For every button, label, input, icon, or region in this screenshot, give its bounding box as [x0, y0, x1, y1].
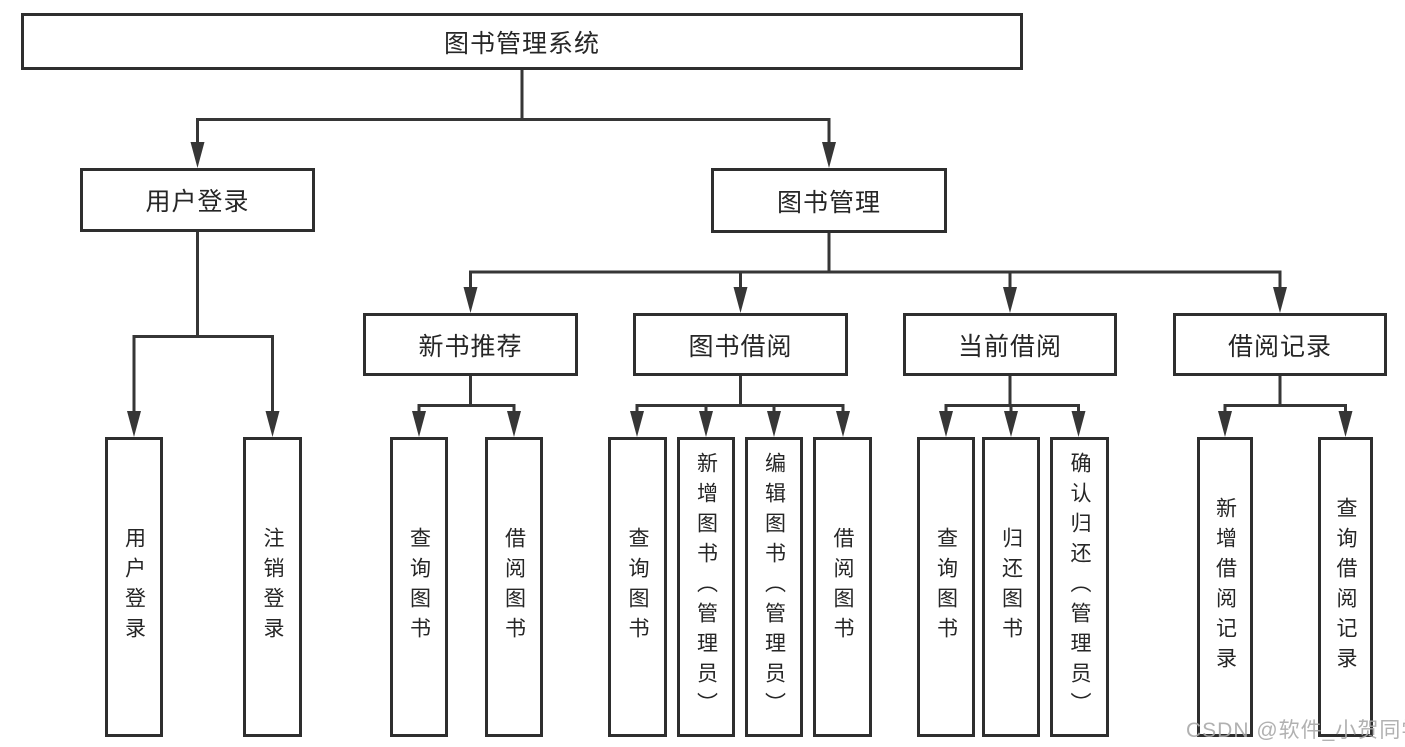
node-leaf-add-borrow-record: 新增借阅记录	[1197, 437, 1253, 737]
node-leaf-user-login: 用户登录	[105, 437, 163, 737]
node-user-login-branch: 用户登录	[80, 168, 315, 232]
node-new-book-recommend: 新书推荐	[363, 313, 578, 376]
node-book-management-branch: 图书管理	[711, 168, 947, 233]
node-leaf-confirm-return-admin: 确认归还（管理员）	[1050, 437, 1109, 737]
node-leaf-add-books-admin: 新增图书（管理员）	[677, 437, 735, 737]
node-leaf-query-books-borrow: 查询图书	[608, 437, 667, 737]
node-library-management-system: 图书管理系统	[21, 13, 1023, 70]
csdn-watermark: CSDN @软件_小贺同学	[1186, 719, 1405, 742]
node-leaf-borrow-books: 借阅图书	[813, 437, 872, 737]
node-leaf-logout: 注销登录	[243, 437, 302, 737]
node-leaf-query-borrow-record: 查询借阅记录	[1318, 437, 1373, 737]
node-borrowing-records: 借阅记录	[1173, 313, 1387, 376]
node-leaf-query-books-recommend: 查询图书	[390, 437, 448, 737]
node-leaf-edit-books-admin: 编辑图书（管理员）	[745, 437, 803, 737]
node-leaf-return-books: 归还图书	[982, 437, 1040, 737]
node-current-borrowing: 当前借阅	[903, 313, 1117, 376]
node-leaf-query-books-current: 查询图书	[917, 437, 975, 737]
node-book-borrowing: 图书借阅	[633, 313, 848, 376]
arrowheads	[127, 142, 1353, 437]
node-leaf-borrow-books-recommend: 借阅图书	[485, 437, 543, 737]
